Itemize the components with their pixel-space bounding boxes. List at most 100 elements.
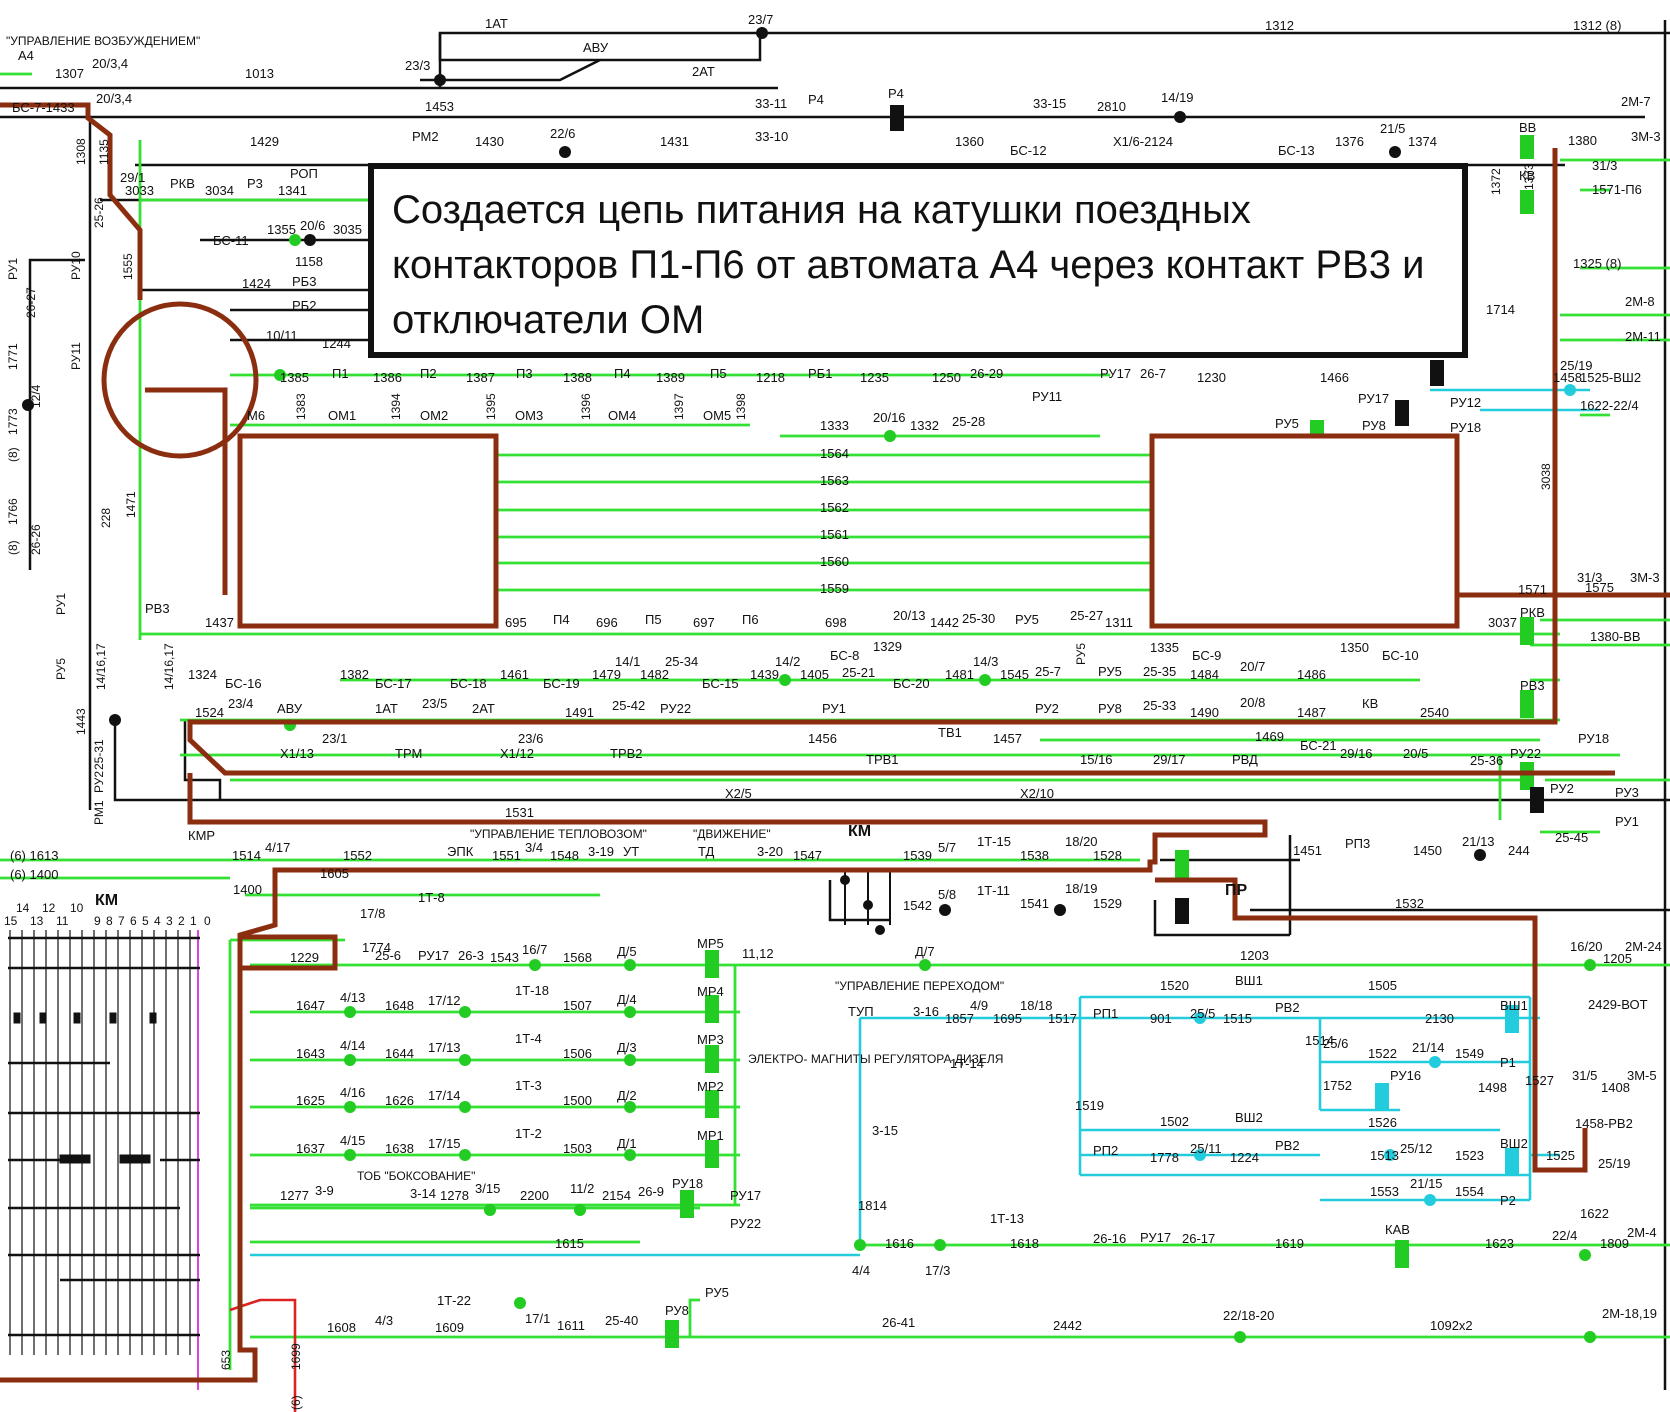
wire-label-w1543: 1543 <box>490 950 519 965</box>
wire-label-w26_29: 26-29 <box>970 366 1003 381</box>
wire-label-w25_35: 25-35 <box>1143 664 1176 679</box>
wire-label-pp1: РП1 <box>1093 1006 1118 1021</box>
wire-label-w1539: 1539 <box>903 848 932 863</box>
wire-label-w1482: 1482 <box>640 667 669 682</box>
wire-label-bc13: БС-13 <box>1278 143 1315 158</box>
vertical-label-v25_26: 25-26 <box>92 197 106 228</box>
wire-label-w1277: 1277 <box>280 1188 309 1203</box>
wire-label-m3m3a: 3М-3 <box>1631 129 1661 144</box>
wire-label-d3: Д/3 <box>617 1040 637 1055</box>
wire-label-py1b: РУ1 <box>1615 814 1639 829</box>
wire-label-epk: ЭПК <box>447 844 474 859</box>
section-title-km-left: КМ <box>95 892 118 909</box>
wire-label-mp4: МР4 <box>697 984 724 999</box>
wire-label-pb3c: РВ3 <box>1520 678 1545 693</box>
wire-label-w1622b: 1622 <box>1580 1206 1609 1221</box>
wire-label-om5: ОМ5 <box>703 408 731 423</box>
wire-label-w1453: 1453 <box>425 99 454 114</box>
wire-label-p3c: П3 <box>516 366 533 381</box>
wire-label-py2a: РУ2 <box>1035 701 1059 716</box>
wire-label-w3_4: 3/4 <box>525 840 543 855</box>
wire-label-w1t14: 1Т-14 <box>950 1056 984 1071</box>
wire-label-w1t13: 1Т-13 <box>990 1211 1024 1226</box>
wire-label-w1484: 1484 <box>1190 667 1219 682</box>
wire-label-w25_27: 25-27 <box>1070 608 1103 623</box>
wire-label-w25_33: 25-33 <box>1143 698 1176 713</box>
wire-label-w1562: 1562 <box>820 500 849 515</box>
wire-label-w1355: 1355 <box>267 222 296 237</box>
wire-label-vsh2b: ВШ2 <box>1500 1136 1528 1151</box>
wire-label-w1389: 1389 <box>656 370 685 385</box>
wire-label-w1522: 1522 <box>1368 1046 1397 1061</box>
wire-label-w4_14: 4/14 <box>340 1038 365 1053</box>
wire-label-w1t11: 1Т-11 <box>977 883 1010 898</box>
wire-label-w1429: 1429 <box>250 134 279 149</box>
wire-label-p6: П6 <box>742 612 759 627</box>
wire-label-w23_6: 23/6 <box>518 731 543 746</box>
wire-label-w21_14: 21/14 <box>1412 1040 1445 1055</box>
wire-label-py18c: РУ18 <box>672 1176 703 1191</box>
wire-label-w1626: 1626 <box>385 1093 414 1108</box>
wire-label-w1752: 1752 <box>1323 1078 1352 1093</box>
vertical-label-vpy1a: РУ1 <box>6 258 20 280</box>
wire-label-d4: Д/4 <box>617 992 637 1007</box>
wire-label-w1405: 1405 <box>800 667 829 682</box>
wire-label-w1526: 1526 <box>1368 1115 1397 1130</box>
wire-label-w1442: 1442 <box>930 615 959 630</box>
wire-label-py1a: РУ1 <box>822 701 846 716</box>
vertical-label-v8b: (8) <box>6 540 20 555</box>
wire-label-py5c: РУ5 <box>1098 664 1122 679</box>
wire-label-w1t3: 1Т-3 <box>515 1078 542 1093</box>
wire-label-w17_13: 17/13 <box>428 1040 461 1055</box>
wire-label-bc19: БС-19 <box>543 676 580 691</box>
wire-label-w16_20: 16/20 <box>1570 939 1603 954</box>
wire-label-m2m4: 2М-4 <box>1627 1225 1657 1240</box>
km-scale-14: 14 <box>16 901 30 915</box>
wire-label-w1112: 11,12 <box>742 946 774 961</box>
km-scale-6: 6 <box>130 914 137 928</box>
wire-label-w695: 695 <box>505 615 527 630</box>
wire-label-w26_17: 26-17 <box>1182 1231 1215 1246</box>
cyan-relay-coils <box>1375 1005 1519 1176</box>
wire-label-w23_1: 23/1 <box>322 731 347 746</box>
wire-label-m2m24: 2М-24 <box>1625 939 1662 954</box>
wire-label-bc11: БС-11 <box>213 233 249 248</box>
wire-label-kv: КВ <box>1519 168 1535 183</box>
wire-label-w1538: 1538 <box>1020 848 1049 863</box>
wire-label-w1408: 1408 <box>1601 1080 1630 1095</box>
wire-label-w1561: 1561 <box>820 527 849 542</box>
km-switch-contacts <box>840 870 891 935</box>
wire-label-w22_1820: 22/18-20 <box>1223 1308 1274 1323</box>
wire-label-w23_5: 23/5 <box>422 696 447 711</box>
wire-label-w1382: 1382 <box>340 667 369 682</box>
wire-label-w3_16: 3-16 <box>913 1004 939 1019</box>
wire-label-w1t2: 1Т-2 <box>515 1126 542 1141</box>
wire-label-w1542: 1542 <box>903 898 932 913</box>
wire-label-w1552: 1552 <box>343 848 372 863</box>
wire-label-py11a: РУ11 <box>1032 389 1062 404</box>
wire-label-pp2: РП2 <box>1093 1143 1118 1158</box>
wire-label-w2429: 2429-ВОТ <box>1588 997 1648 1012</box>
vertical-label-v1771: 1771 <box>6 343 20 370</box>
section-title-excitation: "УПРАВЛЕНИЕ ВОЗБУЖДЕНИЕМ" <box>6 34 200 48</box>
wire-label-m2m7: 2М-7 <box>1621 94 1651 109</box>
wire-label-w1013: 1013 <box>245 66 274 81</box>
wire-label-w698: 698 <box>825 615 847 630</box>
wire-label-w1312a: 1312 <box>1265 18 1294 33</box>
wire-label-w1t22: 1Т-22 <box>437 1293 471 1308</box>
wire-label-at1: 1АТ <box>485 16 508 31</box>
wire-label-w1774: 1774 <box>362 940 391 955</box>
vertical-label-v1373: 1373 <box>1522 163 1536 190</box>
wire-label-w1341: 1341 <box>278 183 307 198</box>
wire-label-py8b: РУ8 <box>1098 701 1122 716</box>
wire-label-tpm: ТРМ <box>395 746 422 761</box>
wire-label-w3_20: 3-20 <box>757 844 783 859</box>
wire-label-pb3: РБ3 <box>292 274 316 289</box>
wire-label-w1514: 1514 <box>232 848 261 863</box>
wire-label-w1311: 1311 <box>1105 615 1133 630</box>
wire-label-w22_6: 22/6 <box>550 126 575 141</box>
km-scale-7: 7 <box>118 914 125 928</box>
wire-label-w1619: 1619 <box>1275 1236 1304 1251</box>
wire-label-w1450: 1450 <box>1413 843 1442 858</box>
wire-label-w1637: 1637 <box>296 1141 325 1156</box>
